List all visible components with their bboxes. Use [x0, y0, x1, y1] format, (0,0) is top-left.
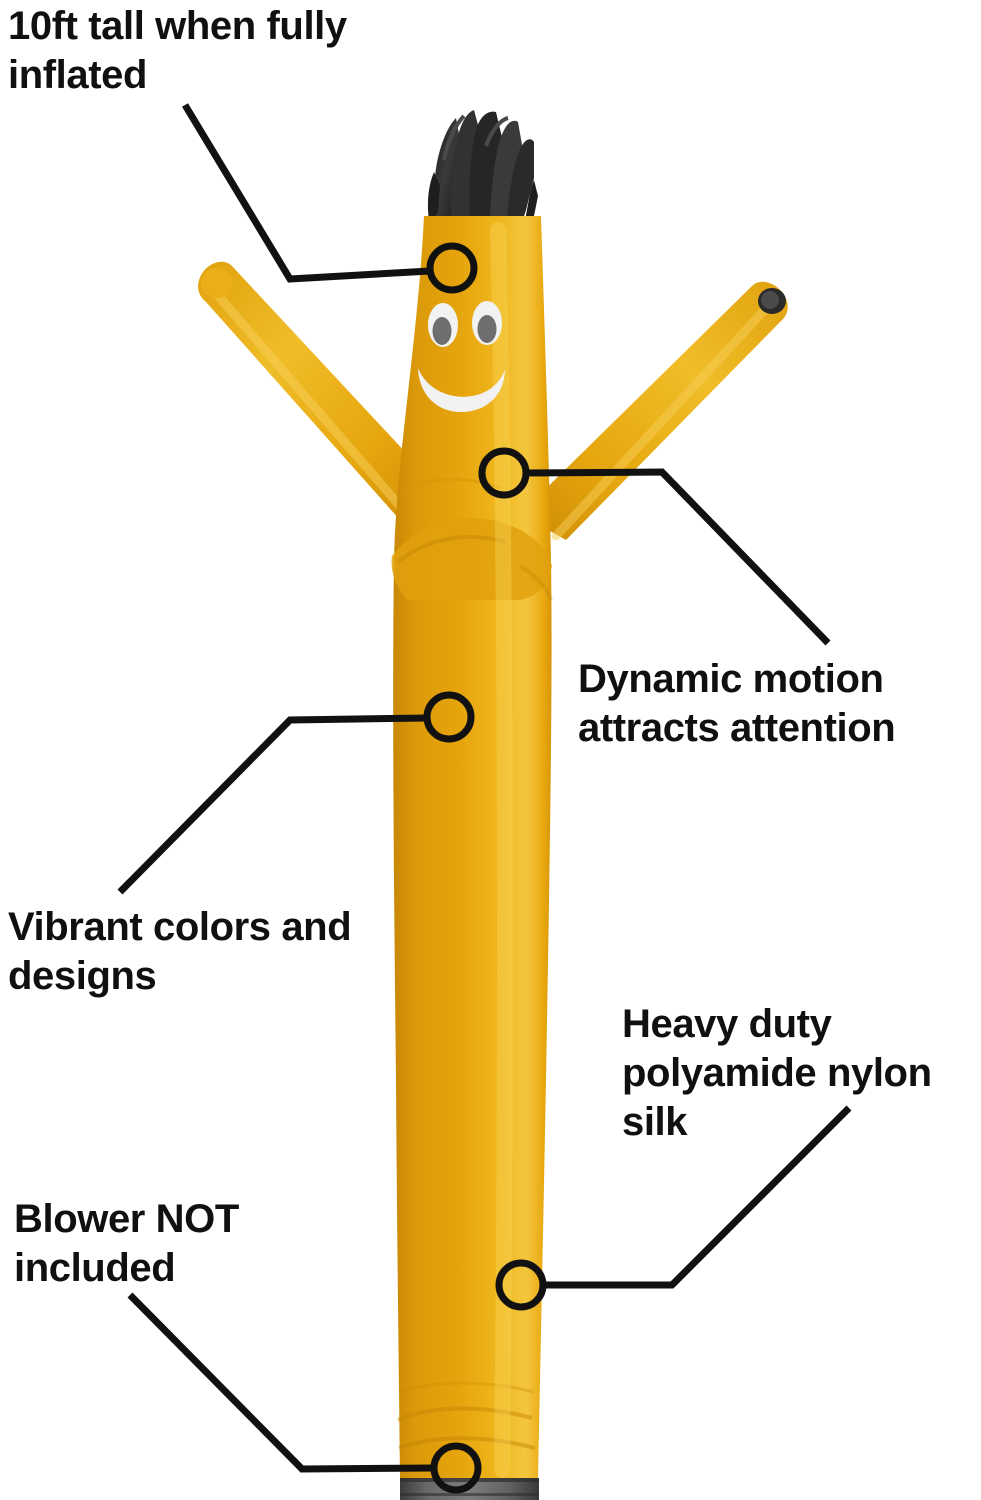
- callout-leader-nylon: [543, 1105, 852, 1289]
- callout-label-nylon: Heavy duty polyamide nylon silk: [622, 1002, 932, 1144]
- callout-marker-blower: [430, 1442, 482, 1494]
- callout-leader-motion: [525, 468, 831, 646]
- callout-label-height: 10ft tall when fully inflated: [8, 4, 347, 97]
- callout-marker-height: [426, 242, 478, 294]
- callout-leader-blower: [127, 1292, 435, 1473]
- callout-leader-height: [182, 103, 431, 283]
- callout-label-motion: Dynamic motion attracts attention: [578, 657, 896, 750]
- callout-marker-nylon: [495, 1259, 547, 1311]
- fringe-top: [427, 110, 538, 229]
- face: [418, 301, 505, 412]
- body-tube: [391, 216, 553, 1478]
- left-arm: [198, 261, 448, 525]
- callout-marker-motion: [478, 447, 530, 499]
- callout-label-vibrant: Vibrant colors and designs: [8, 905, 352, 998]
- callout-marker-vibrant: [423, 691, 475, 743]
- callout-leader-vibrant: [117, 714, 428, 895]
- callout-label-blower: Blower NOT included: [14, 1197, 239, 1290]
